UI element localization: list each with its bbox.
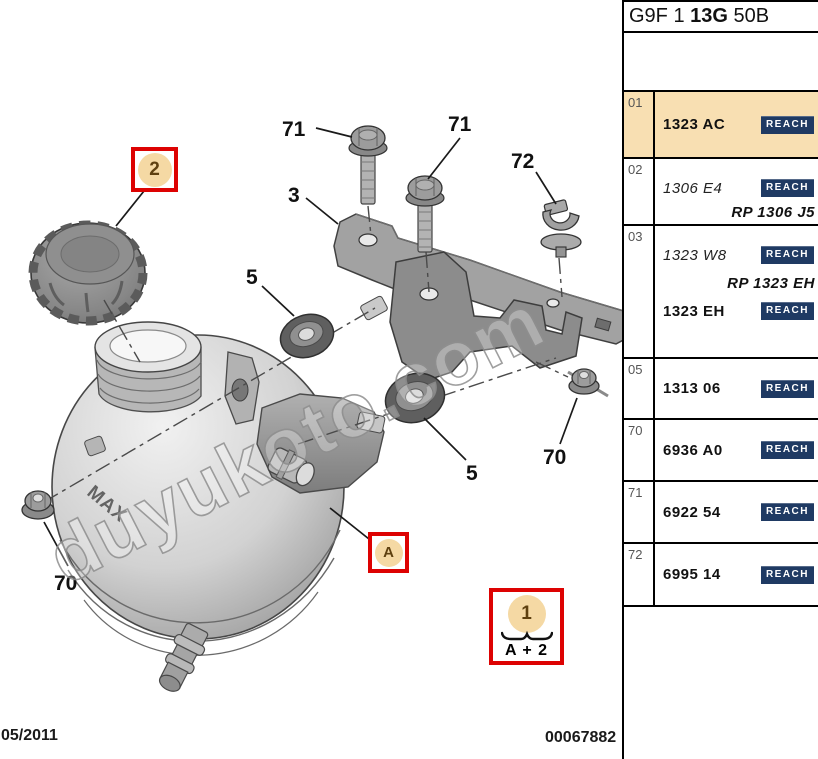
- callout-71-right: 71: [448, 113, 472, 136]
- reach-badge[interactable]: REACH: [760, 179, 814, 197]
- part-number: 1323 W8: [663, 246, 727, 264]
- row-ref: 01: [624, 92, 655, 157]
- assembly-ref-circle: 1: [507, 594, 546, 633]
- brace-icon: [500, 630, 553, 640]
- grommet-upper-illustration: [279, 313, 335, 359]
- bolt-left-illustration: [348, 125, 388, 205]
- reach-badge[interactable]: REACH: [760, 441, 814, 459]
- leader-lines: [43, 127, 578, 567]
- diagram-svg: MAX: [21, 113, 622, 692]
- grommet-lower-illustration: [384, 372, 446, 424]
- nut-right-illustration: [567, 368, 609, 398]
- reach-badge[interactable]: REACH: [760, 565, 814, 584]
- reach-badge[interactable]: REACH: [760, 379, 814, 398]
- part-number: 1313 06: [663, 380, 721, 397]
- callout-5-lower: 5: [466, 462, 478, 485]
- row-ref: 72: [624, 544, 655, 605]
- part-number: 6995 14: [663, 566, 721, 583]
- parts-row-71[interactable]: 71 6922 54 REACH: [624, 482, 818, 544]
- callout-72: 72: [511, 150, 534, 173]
- parts-table: 01 1323 AC REACH 02 1306 E4 REACH R: [624, 90, 818, 607]
- reach-badge[interactable]: REACH: [760, 246, 814, 264]
- assembly-formula: A + 2: [504, 641, 549, 659]
- footer-date: 05/2011: [1, 727, 58, 744]
- callout-labels: 71 71 3 72 5 5 70 70: [54, 113, 566, 595]
- clip-illustration: [540, 199, 582, 258]
- callout-box-assembly[interactable]: 1 A + 2: [489, 588, 564, 665]
- callout-3: 3: [288, 184, 300, 207]
- footer-doc-number: 00067882: [545, 729, 617, 746]
- code-prefix: G9F 1: [629, 5, 691, 27]
- row-ref: 05: [624, 359, 655, 418]
- tank-ref-label: A: [383, 544, 394, 561]
- cap-ref-circle: 2: [137, 152, 172, 187]
- parts-row-01[interactable]: 01 1323 AC REACH: [624, 92, 818, 159]
- reach-badge[interactable]: REACH: [760, 302, 814, 320]
- part-number: 6936 A0: [663, 441, 723, 459]
- parts-row-02[interactable]: 02 1306 E4 REACH RP 1306 J5: [624, 159, 818, 226]
- page-code-header: G9F 1 13G 50B: [624, 2, 818, 33]
- assembly-ref-label: 1: [521, 602, 532, 624]
- code-suffix: 50B: [727, 5, 770, 27]
- part-number: 1323 AC: [663, 116, 726, 133]
- callout-box-cap[interactable]: 2: [131, 147, 178, 192]
- tank-ref-circle: A: [374, 538, 403, 567]
- row-ref: 03: [624, 226, 655, 357]
- reach-badge[interactable]: REACH: [760, 503, 814, 521]
- nut-left-illustration: [21, 490, 55, 520]
- replacement-ref: RP 1306 J5: [731, 203, 815, 221]
- cap-ref-label: 2: [149, 158, 160, 180]
- part-number: 1323 EH: [663, 302, 725, 320]
- callout-71-left: 71: [282, 118, 306, 141]
- row-ref: 02: [624, 159, 655, 224]
- callout-70-right: 70: [543, 446, 566, 469]
- row-ref: 70: [624, 420, 655, 480]
- code-bold: 13G: [690, 5, 728, 27]
- callout-box-tank[interactable]: A: [368, 532, 409, 573]
- part-number: 1306 E4: [663, 179, 723, 197]
- replacement-ref: RP 1323 EH: [727, 274, 815, 292]
- bolt-right-illustration: [405, 175, 445, 253]
- parts-row-70[interactable]: 70 6936 A0 REACH: [624, 420, 818, 482]
- reach-badge[interactable]: REACH: [760, 115, 814, 134]
- parts-row-05[interactable]: 05 1313 06 REACH: [624, 359, 818, 420]
- callout-5-upper: 5: [246, 266, 258, 289]
- row-ref: 71: [624, 482, 655, 542]
- tank-illustration: MAX: [51, 321, 386, 692]
- bracket-illustration: [333, 213, 622, 381]
- parts-row-03[interactable]: 03 1323 W8 REACH RP 1323 EH 1323 EH REAC…: [624, 226, 818, 359]
- callout-70-left: 70: [54, 572, 77, 595]
- parts-sidebar: G9F 1 13G 50B 01 1323 AC REACH 02 1306 E…: [622, 0, 818, 759]
- cap-illustration: [28, 220, 148, 326]
- part-number: 6922 54: [663, 503, 721, 521]
- sidebar-spacer: [624, 33, 818, 90]
- parts-row-72[interactable]: 72 6995 14 REACH: [624, 544, 818, 607]
